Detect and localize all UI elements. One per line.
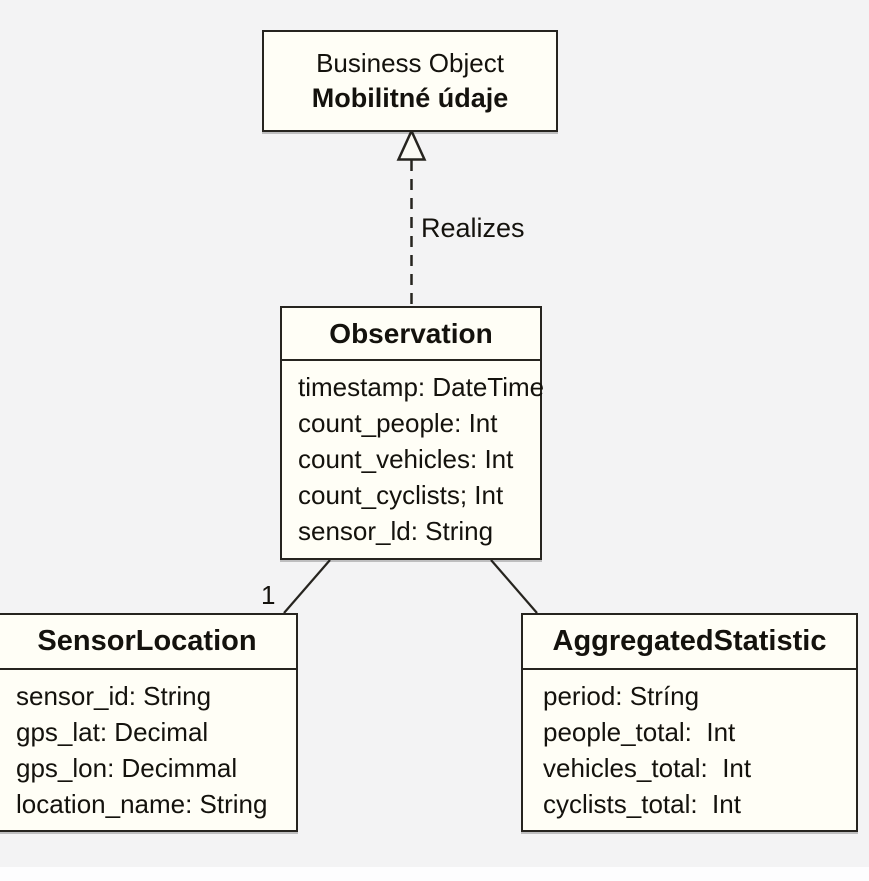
- attribute-row: cyclists_total: Int: [543, 789, 741, 819]
- realization-triangle-arrowhead-icon: [396, 127, 427, 161]
- class-box-business-object: Business Object Mobilitné údaje: [262, 30, 558, 132]
- bottom-white-strip: [0, 867, 869, 881]
- class-box-sensorlocation: SensorLocation sensor_id: String gps_lat…: [0, 613, 298, 832]
- class-box-observation: Observation timestamp: DateTime count_pe…: [280, 306, 545, 560]
- attribute-row: vehicles_total: Int: [543, 753, 752, 783]
- attribute-row: people_total: Int: [543, 717, 736, 747]
- attribute-row: sensor_id: String: [16, 681, 212, 711]
- attribute-row: gps_lon: Decimmal: [16, 753, 238, 783]
- attribute-row: sensor_ld: String: [298, 516, 494, 546]
- sensorlocation-attributes: sensor_id: String gps_lat: Decimal gps_l…: [0, 670, 296, 822]
- attribute-row: location_name: String: [16, 789, 268, 819]
- business-object-stereotype: Business Object: [316, 47, 504, 78]
- attribute-row: period: Stríng: [543, 681, 700, 711]
- attribute-row: count_people: Int: [298, 408, 498, 438]
- observation-class-name: Observation: [282, 308, 540, 361]
- association-line-sensorlocation: [283, 559, 331, 614]
- association-line-aggregatedstatistic: [490, 559, 538, 614]
- attribute-row: timestamp: DateTime: [298, 372, 545, 402]
- aggregatedstatistic-attributes: period: Stríng people_total: Int vehicle…: [523, 670, 856, 822]
- observation-attributes: timestamp: DateTime count_people: Int co…: [282, 361, 545, 549]
- aggregatedstatistic-class-name: AggregatedStatistic: [523, 615, 856, 670]
- attribute-row: count_vehicles: Int: [298, 444, 514, 474]
- attribute-row: count_cyclists; Int: [298, 480, 504, 510]
- business-object-name: Mobilitné údaje: [311, 82, 509, 113]
- class-box-aggregatedstatistic: AggregatedStatistic period: Stríng peopl…: [521, 613, 858, 832]
- attribute-row: gps_lat: Decimal: [16, 717, 209, 747]
- realizes-edge-label: Realizes: [421, 213, 525, 243]
- sensorlocation-class-name: SensorLocation: [0, 615, 296, 670]
- multiplicity-label: 1: [261, 580, 276, 610]
